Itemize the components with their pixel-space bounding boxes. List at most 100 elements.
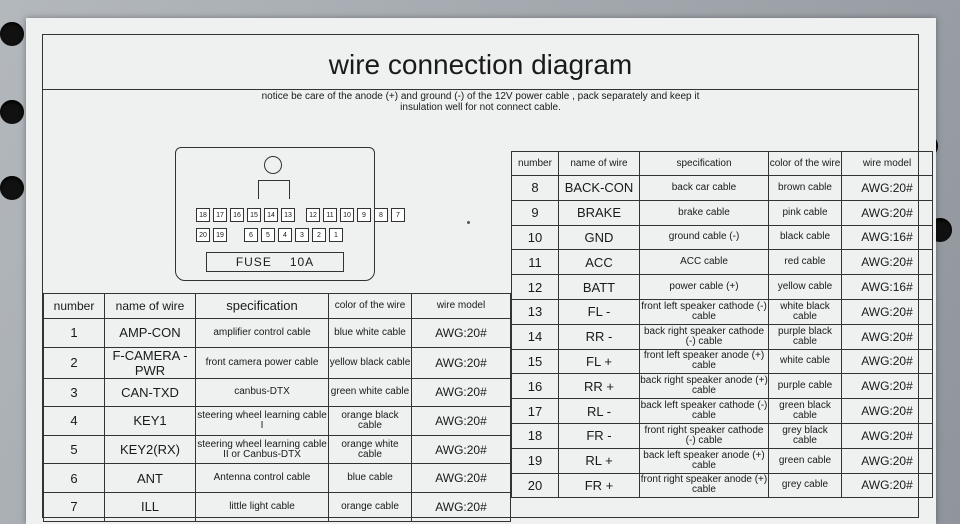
connector-pin: 15 (247, 208, 261, 222)
cell-spec: ground cable (-) (639, 224, 769, 251)
cell-model: AWG:20# (841, 447, 933, 474)
cell-number: 19 (511, 447, 559, 474)
cell-color: white cable (768, 348, 842, 375)
cell-model: AWG:16# (841, 274, 933, 300)
connector-pin: 16 (230, 208, 244, 222)
header-spec: specification (195, 293, 329, 319)
connector-pin: 13 (281, 208, 295, 222)
cell-number: 18 (511, 422, 559, 449)
cell-number: 13 (511, 298, 559, 325)
mounting-hole (0, 22, 24, 46)
cell-number: 17 (511, 398, 559, 424)
mounting-hole (0, 100, 24, 124)
cell-spec: Antenna control cable (195, 463, 329, 493)
cell-name: FR - (558, 422, 640, 449)
cell-color: yellow cable (768, 274, 842, 300)
cell-color: blue cable (328, 463, 412, 493)
cell-name: RR + (558, 373, 640, 400)
cell-color: yellow black cable (328, 346, 412, 379)
cell-name: ILL (104, 491, 196, 522)
connector-pin: 2 (312, 228, 326, 242)
cell-number: 6 (43, 463, 105, 493)
header-color: color of the wire (328, 293, 412, 319)
connector-pin: 3 (295, 228, 309, 242)
cell-number: 16 (511, 373, 559, 400)
cell-color: black cable (768, 224, 842, 251)
cell-spec: front right speaker cathode (-) cable (639, 422, 769, 449)
cell-color: blue white cable (328, 318, 412, 348)
cell-color: white black cable (768, 298, 842, 325)
connector-pin: 19 (213, 228, 227, 242)
cell-name: BACK-CON (558, 175, 640, 201)
cell-model: AWG:20# (841, 175, 933, 201)
cell-spec: steering wheel learning cable II or Canb… (195, 434, 329, 465)
cell-model: AWG:20# (841, 298, 933, 325)
cell-color: purple cable (768, 373, 842, 400)
cell-name: RL - (558, 398, 640, 424)
cell-name: FL - (558, 298, 640, 325)
connector-pin: 6 (244, 228, 258, 242)
cell-number: 14 (511, 323, 559, 350)
diagram-title: wire connection diagram (43, 41, 918, 90)
cell-model: AWG:20# (411, 463, 511, 493)
cell-name: BATT (558, 274, 640, 300)
cell-model: AWG:20# (841, 199, 933, 226)
cell-number: 4 (43, 406, 105, 436)
cell-model: AWG:20# (411, 318, 511, 348)
cell-color: green white cable (328, 377, 412, 408)
cell-color: brown cable (768, 175, 842, 201)
cell-model: AWG:20# (411, 377, 511, 408)
connector-pin: 12 (306, 208, 320, 222)
connector-pin: 4 (278, 228, 292, 242)
cell-model: AWG:20# (841, 249, 933, 276)
cell-number: 10 (511, 224, 559, 251)
cell-number: 12 (511, 274, 559, 300)
wire-table-right: number name of wire specification color … (511, 151, 933, 499)
cell-spec: back car cable (639, 175, 769, 201)
cell-color: grey black cable (768, 422, 842, 449)
dot-mark (467, 221, 470, 224)
cell-spec: power cable (+) (639, 274, 769, 300)
header-spec: specification (639, 151, 769, 176)
cell-color: purple black cable (768, 323, 842, 350)
cell-spec: front right speaker anode (+) cable (639, 472, 769, 499)
header-name: name of wire (558, 151, 640, 176)
cell-color: orange white cable (328, 434, 412, 465)
cell-name: FL + (558, 348, 640, 375)
connector-hole (264, 156, 282, 174)
connector-pin: 5 (261, 228, 275, 242)
cell-spec: back left speaker anode (+) cable (639, 447, 769, 474)
cell-name: FR + (558, 472, 640, 499)
connector-pin: 8 (374, 208, 388, 222)
notice-line-1: notice be care of the anode (+) and grou… (261, 91, 700, 102)
notice-line-2: insulation well for not connect cable. (400, 102, 561, 113)
cell-number: 11 (511, 249, 559, 276)
fuse-rating: 10A (289, 255, 315, 269)
cell-number: 2 (43, 346, 105, 379)
cell-number: 3 (43, 377, 105, 408)
cell-model: AWG:16# (841, 224, 933, 251)
connector-pin: 1 (329, 228, 343, 242)
cell-model: AWG:20# (841, 422, 933, 449)
cell-name: ANT (104, 463, 196, 493)
connector-pin: 9 (357, 208, 371, 222)
cell-name: ACC (558, 249, 640, 276)
header-number: number (511, 151, 559, 176)
cell-name: F-CAMERA -PWR (104, 346, 196, 379)
